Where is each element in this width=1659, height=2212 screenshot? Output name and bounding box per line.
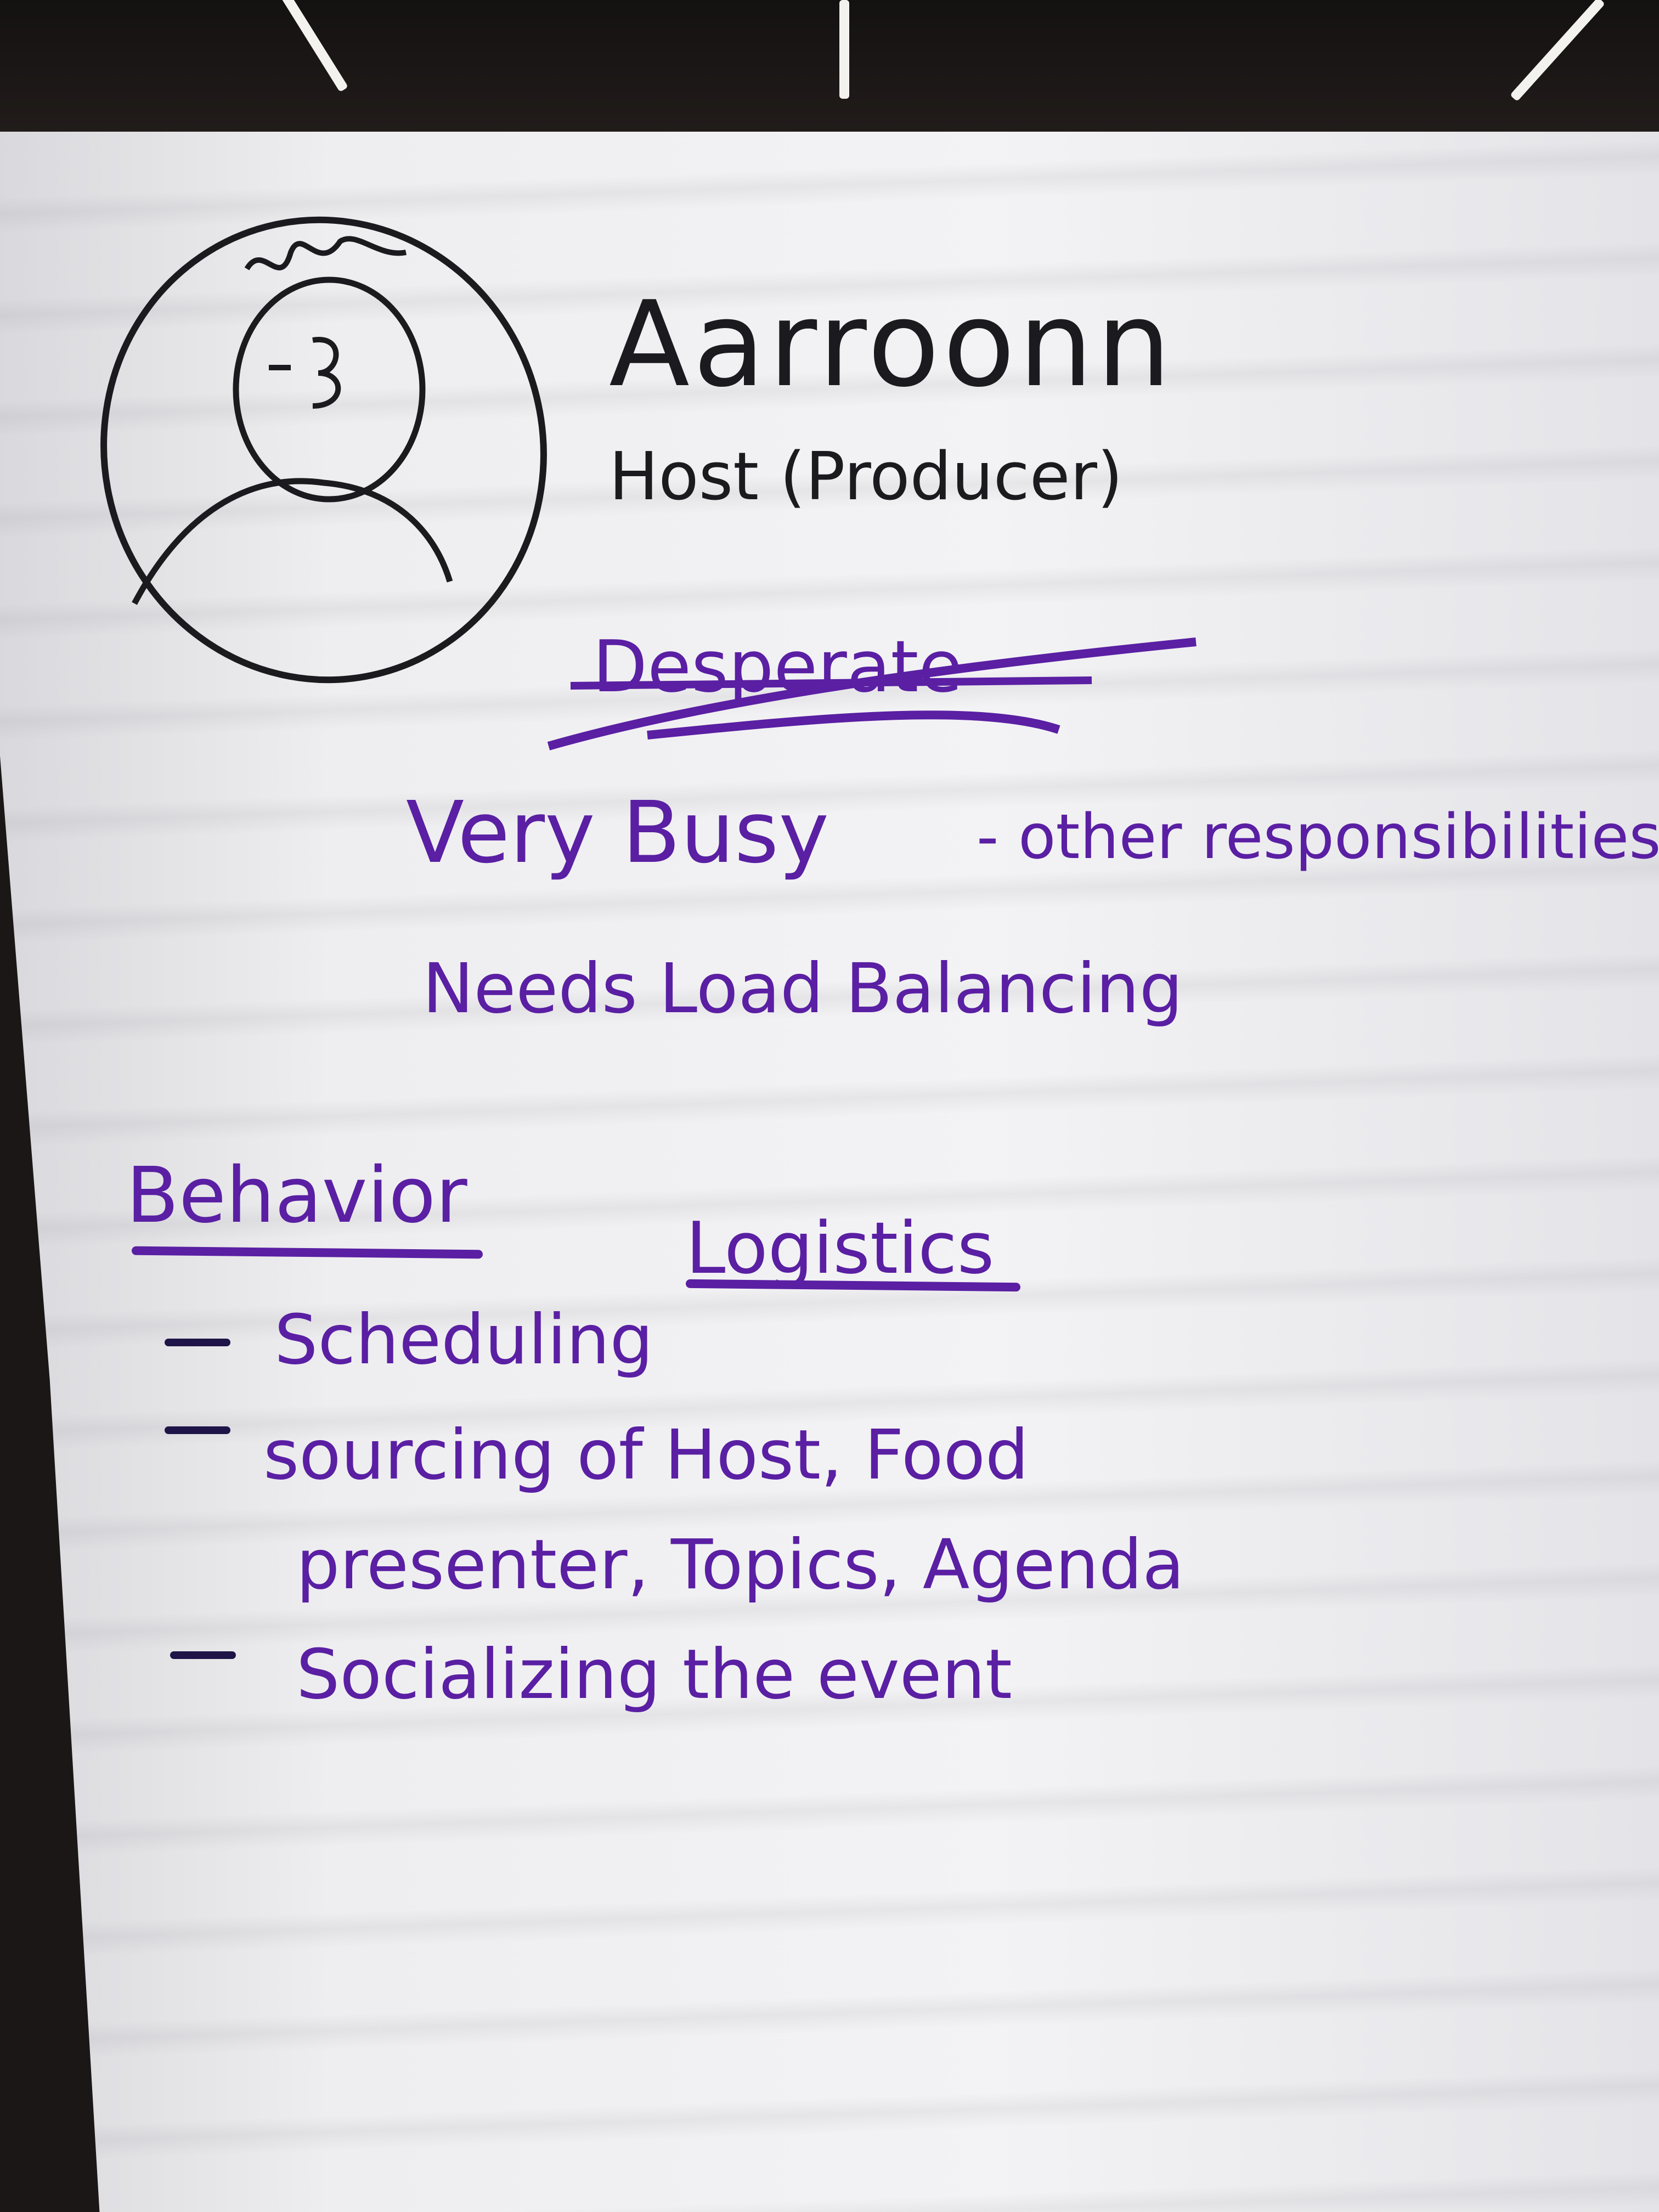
ceiling-light [1510,0,1605,102]
needs-text: Needs Load Balancing [422,949,1183,1029]
bullet-dash [170,1651,236,1659]
list-item: Scheduling [274,1300,653,1380]
ceiling-light [839,0,849,99]
logistics-heading: Logistics [686,1206,995,1290]
behavior-heading: Behavior [126,1151,467,1240]
busy-label: Very Busy [406,783,830,882]
ceiling [0,0,1659,143]
bullet-dash [165,1426,230,1434]
face-sketch-icon [100,216,547,684]
struck-out-word: Desperate [592,625,963,708]
ceiling-light [276,0,348,93]
list-item: Socializing the event [296,1635,1012,1714]
strike-through-scribble [547,637,1197,751]
persona-role: Host (Producer) [609,439,1123,515]
bullet-dash [165,1339,230,1346]
persona-name: Aarroonn [609,275,1175,413]
list-item: presenter, Topics, Agenda [296,1525,1184,1605]
list-item: sourcing of Host, Food [263,1415,1029,1495]
busy-note: - other responsibilities [977,802,1659,873]
